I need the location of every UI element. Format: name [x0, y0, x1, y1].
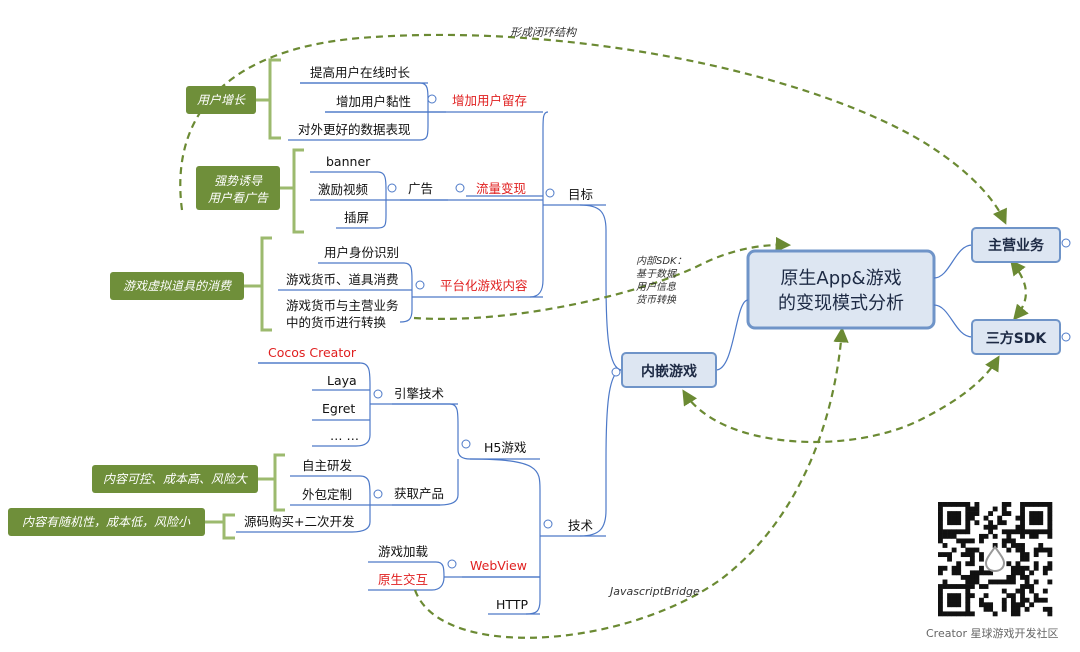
central-title-line2: 的变现模式分析: [778, 293, 904, 314]
leaf-banner[interactable]: banner: [326, 154, 371, 169]
branch-goal[interactable]: 目标: [568, 187, 593, 202]
box-third-sdk[interactable]: 三方SDK: [971, 319, 1061, 355]
qr-code-image: [935, 499, 1055, 619]
leaf-currency[interactable]: 游戏货币、道具消费: [286, 272, 399, 287]
green-braces: [205, 58, 304, 540]
branch-engine[interactable]: 引擎技术: [394, 386, 445, 401]
branch-ads[interactable]: 广告: [408, 181, 433, 196]
central-title-line1: 原生App&游戏: [780, 268, 901, 289]
edge-tech-branches: [462, 458, 558, 615]
tag-ad-line2: 用户看广告: [208, 191, 269, 205]
arrow-main-to-sdk: [1010, 259, 1029, 321]
tags: 用户增长 强势诱导 用户看广告 游戏虚拟道具的消费 内容可控、成本高、风险大 内…: [8, 86, 280, 536]
branch-platform[interactable]: 平台化游戏内容: [440, 278, 528, 293]
arrow-embedded-to-sdk: [682, 355, 1000, 444]
edge-embedded-to-goal: [579, 204, 623, 371]
edge-engine-leaves: [258, 362, 392, 447]
tag-ad-line1: 强势诱导: [214, 174, 263, 188]
collapse-markers[interactable]: [373, 94, 1071, 569]
branch-acquire[interactable]: 获取产品: [394, 486, 444, 501]
branch-tech[interactable]: 技术: [568, 518, 594, 533]
branch-h5[interactable]: H5游戏: [484, 440, 526, 455]
edge-acquire-leaves: [236, 475, 392, 533]
leaf-etc[interactable]: … …: [330, 428, 359, 443]
label-js-bridge: JavascriptBridge: [608, 585, 700, 598]
third-sdk-label: 三方SDK: [986, 330, 1048, 347]
label-sdk-line4: 货币转换: [636, 294, 677, 306]
leaf-data[interactable]: 对外更好的数据表现: [298, 122, 411, 137]
branch-http[interactable]: HTTP: [496, 597, 528, 612]
leaf-convert-line2[interactable]: 中的货币进行转换: [286, 315, 387, 330]
tag-random: 内容有随机性，成本低，风险小: [22, 515, 191, 529]
box-main-business[interactable]: 主营业务: [971, 227, 1061, 263]
label-sdk-line3: 用户信息: [636, 281, 676, 293]
tag-controllable: 内容可控、成本高、风险大: [103, 472, 248, 486]
leaf-egret[interactable]: Egret: [322, 401, 355, 416]
tree-connectors: [236, 82, 623, 615]
edge-webview-leaves: [368, 561, 462, 591]
branch-webview[interactable]: WebView: [470, 558, 527, 573]
edge-h5-branches: [392, 403, 471, 506]
watermark-text: Creator 星球游戏开发社区: [926, 626, 1059, 640]
edge-goal-branches: [466, 111, 558, 298]
label-sdk-line1: 内部SDK：: [636, 255, 687, 267]
leaf-source-buy[interactable]: 源码购买+二次开发: [244, 514, 355, 529]
tag-user-growth: 用户增长: [197, 93, 246, 107]
leaf-reward-video[interactable]: 激励视频: [318, 182, 369, 197]
box-embedded-game[interactable]: 内嵌游戏: [621, 352, 717, 388]
branch-labels: 目标 技术 增加用户留存 流量变现 平台化游戏内容 广告 H5游戏 WebVie…: [394, 93, 594, 612]
leaf-outsource[interactable]: 外包定制: [302, 487, 352, 502]
edge-embedded-to-tech: [579, 369, 623, 537]
label-closed-loop: 形成闭环结构: [510, 26, 578, 39]
leaf-native-interact[interactable]: 原生交互: [378, 572, 428, 587]
embedded-game-label: 内嵌游戏: [641, 363, 697, 380]
leaf-cocos[interactable]: Cocos Creator: [268, 345, 357, 360]
label-sdk-line2: 基于数据: [636, 268, 678, 280]
leaf-self-dev[interactable]: 自主研发: [302, 458, 353, 473]
leaf-labels: 提高用户在线时长 增加用户黏性 对外更好的数据表现 banner 激励视频 插屏…: [244, 65, 429, 587]
leaf-stickiness[interactable]: 增加用户黏性: [336, 94, 411, 109]
arrow-js-bridge: [413, 326, 849, 639]
tag-virtual-items: 游戏虚拟道具的消费: [123, 279, 232, 293]
main-business-label: 主营业务: [988, 237, 1045, 254]
leaf-game-load[interactable]: 游戏加载: [378, 544, 429, 559]
leaf-interstitial[interactable]: 插屏: [344, 210, 369, 225]
branch-retention[interactable]: 增加用户留存: [452, 93, 527, 108]
floating-labels: 形成闭环结构 内部SDK： 基于数据 用户信息 货币转换 JavascriptB…: [510, 26, 700, 598]
central-topic[interactable]: 原生App&游戏 的变现模式分析: [746, 249, 936, 330]
leaf-identity[interactable]: 用户身份识别: [324, 245, 399, 260]
leaf-laya[interactable]: Laya: [327, 373, 357, 388]
branch-monetize[interactable]: 流量变现: [476, 181, 526, 196]
leaf-online-time[interactable]: 提高用户在线时长: [310, 65, 411, 80]
edge-platform-leaves: [278, 262, 413, 323]
leaf-convert-line1[interactable]: 游戏货币与主营业务: [286, 298, 399, 313]
